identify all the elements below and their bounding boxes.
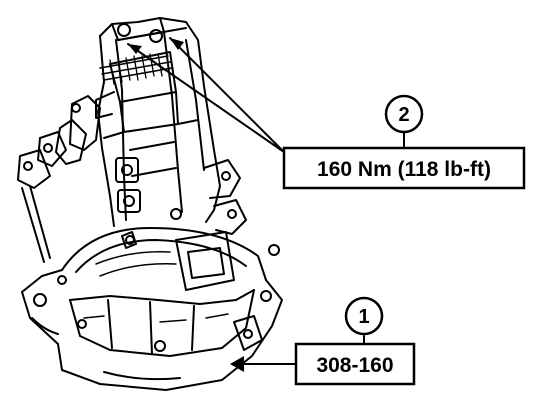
callout-1-number: 1 — [358, 306, 369, 328]
torque-spec-label: 160 Nm (118 lb-ft) — [317, 158, 491, 181]
callout-2-circle — [384, 94, 424, 134]
callout-1-leaders — [235, 335, 365, 365]
callout-1-circle — [344, 296, 384, 336]
upper-housing-drawing — [17, 17, 247, 263]
callout-1-box — [294, 342, 416, 386]
torque-arrowhead-right — [170, 38, 184, 50]
tool-arrowhead — [230, 356, 244, 372]
torque-arrowhead-left — [128, 44, 142, 54]
callout-2-box — [282, 146, 526, 190]
callout-2: 2 160 Nm (118 lb-ft) — [282, 94, 526, 190]
tool-number-label: 308-160 — [316, 354, 393, 377]
bell-housing-drawing — [21, 208, 283, 391]
callout-2-number: 2 — [398, 104, 409, 126]
callout-1: 1 308-160 — [294, 296, 416, 386]
